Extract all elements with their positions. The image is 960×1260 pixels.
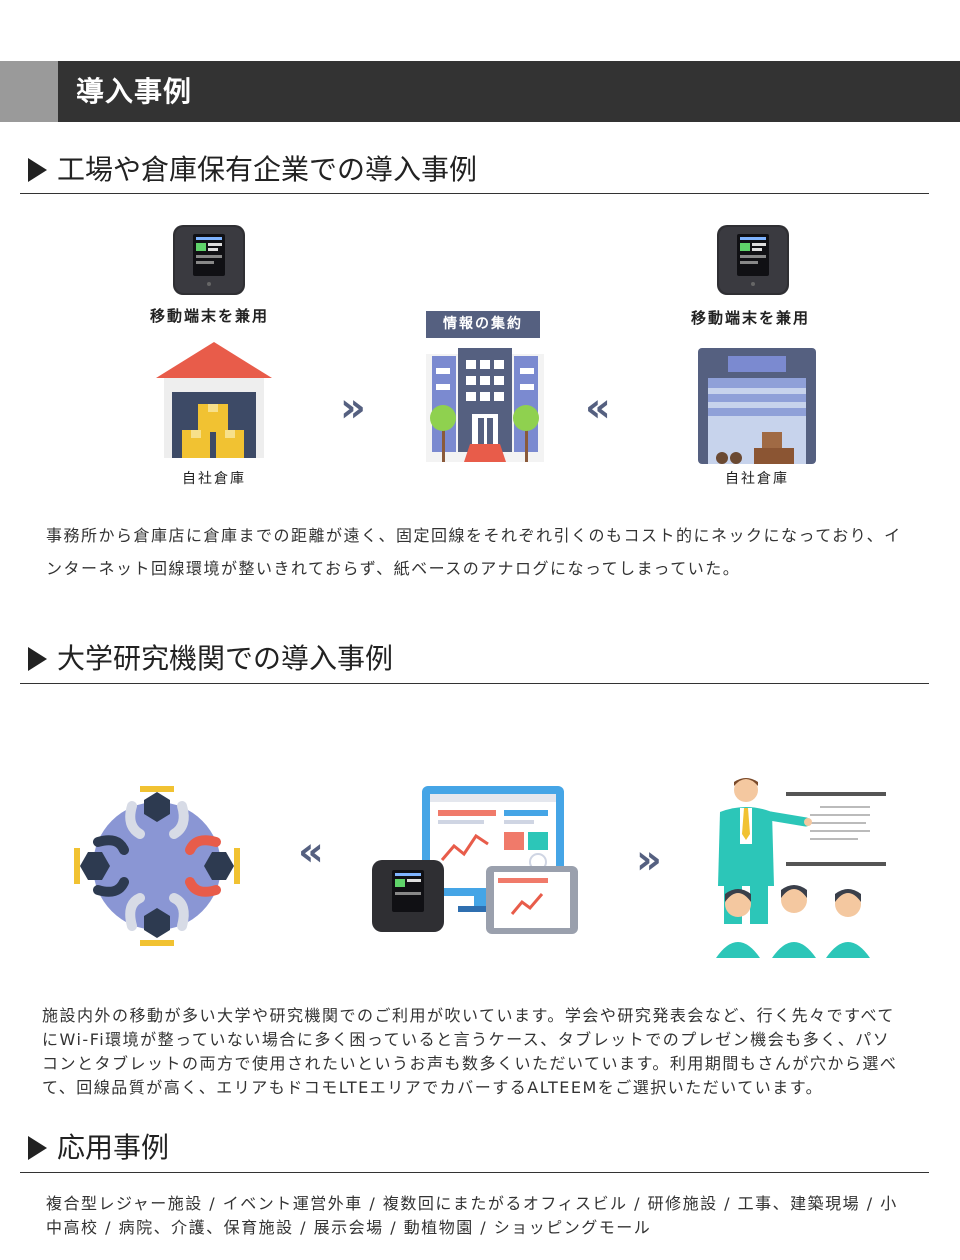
factory-body-line-1: 事務所から倉庫店に倉庫までの距離が遠く、固定回線をそれぞれ引くのもコスト的にネッ…	[46, 526, 902, 545]
university-body-line-1: 施設内外の移動が多い大学や研究機関でのご利用が吹いています。学会や研究発表会など…	[42, 1006, 895, 1025]
university-body-line-2: にWi-Fi環境が整っていない場合に多く困っていると言うケース、タブレットでのプ…	[42, 1030, 891, 1049]
center-badge-label: 情報の集約	[443, 316, 523, 332]
applications-line-2: 中高校 / 病院、介護、保育施設 / 展示会場 / 動植物園 / ショッピングモ…	[46, 1218, 652, 1237]
page-title: 導入事例	[76, 75, 193, 108]
devices-illustration	[372, 786, 578, 934]
section-marker-icon	[28, 158, 47, 182]
presentation-icon	[716, 778, 886, 958]
header-band	[0, 61, 960, 122]
section-divider	[20, 683, 929, 684]
right-building-caption: 自社倉庫	[725, 471, 789, 487]
section-title-factory: 工場や倉庫保有企業での導入事例	[57, 153, 478, 186]
applications-line-1: 複合型レジャー施設 / イベント運営外車 / 複数回にまたがるオフィスビル / …	[46, 1194, 898, 1213]
chevron-right-icon: »	[340, 385, 366, 431]
left-device-caption: 移動端末を兼用	[150, 307, 270, 325]
section-marker-icon	[28, 647, 47, 671]
meeting-table-icon	[74, 786, 240, 946]
mobile-router-icon	[717, 225, 789, 295]
storage-building-icon	[698, 348, 816, 464]
left-building-caption: 自社倉庫	[182, 471, 246, 487]
section-divider	[20, 1172, 929, 1173]
mobile-router-icon	[173, 225, 245, 295]
factory-body-line-2: ンターネット回線環境が整いきれておらず、紙ベースのアナログになってしまっていた。	[46, 559, 741, 578]
section-divider	[20, 193, 929, 194]
chevron-right-icon: »	[636, 837, 662, 883]
university-body-line-3: コンとタブレットの両方で使用されたいというお声も数多くいただいています。利用期間…	[42, 1054, 898, 1073]
office-building-icon	[426, 348, 544, 462]
header-accent	[0, 61, 58, 122]
chevron-left-icon: «	[585, 385, 611, 431]
section-title-university: 大学研究機関での導入事例	[57, 642, 394, 675]
right-device-caption: 移動端末を兼用	[691, 309, 811, 327]
chevron-left-icon: «	[298, 829, 324, 875]
section-marker-icon	[28, 1136, 47, 1160]
center-badge	[426, 311, 540, 338]
university-body-line-4: て、回線品質が高く、エリアもドコモLTEエリアでカバーするALTEEMをご選択い…	[42, 1078, 824, 1097]
section-title-applications: 応用事例	[57, 1131, 170, 1164]
warehouse-icon	[156, 342, 272, 458]
